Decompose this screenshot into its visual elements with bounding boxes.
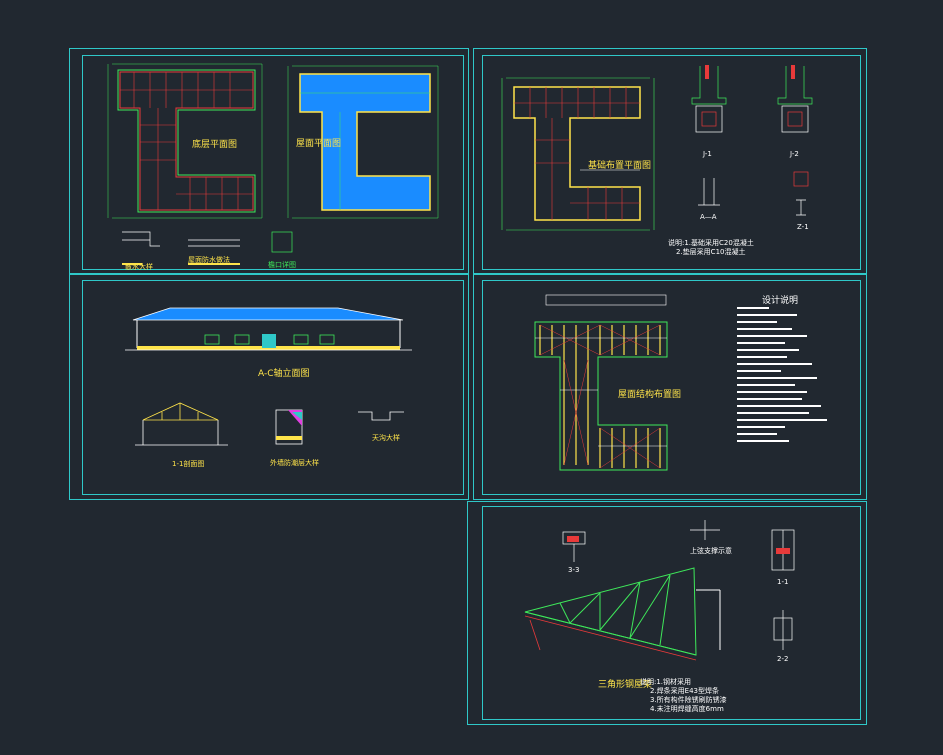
gutter-detail	[358, 411, 404, 421]
sheet-1-border	[82, 55, 464, 270]
wall-detail	[275, 409, 303, 445]
roof-structure-title: 屋面结构布置图	[618, 390, 682, 400]
section-a-label: A—A	[700, 213, 717, 221]
column-z1-label: Z-1	[797, 223, 809, 231]
truss-note-4: 4.未注明焊缝高度6mm	[650, 705, 724, 713]
design-notes-title: 设计说明	[762, 296, 799, 306]
detail-a-label: 散水大样	[125, 263, 153, 271]
detail-b-label: 屋面防水做法	[188, 256, 230, 264]
wall-detail-title: 外墙防潮层大样	[270, 459, 319, 467]
roof-plan-title: 屋面平面图	[296, 139, 342, 149]
sheet1-details	[122, 231, 293, 253]
footing-j1-label: J-1	[703, 150, 712, 158]
section-11-label: 1-1	[777, 578, 789, 586]
truss-note-1: 说明:1.钢材采用	[640, 678, 692, 686]
sheet-3-border	[82, 280, 464, 495]
roof-plan-right	[287, 65, 439, 219]
drawing-sheet-5[interactable]	[467, 501, 867, 725]
drawing-sheet-4[interactable]	[473, 273, 867, 500]
gutter-detail-title: 天沟大样	[372, 434, 400, 442]
truss-details	[562, 520, 795, 650]
truss-title: 三角形钢屋架	[598, 680, 653, 690]
footing-j2-label: J-2	[790, 150, 799, 158]
section-22-label: 2-2	[777, 655, 789, 663]
floor-plan-title: 底层平面图	[192, 140, 238, 150]
section-33-label: 3-3	[568, 566, 580, 574]
upper-chord-label: 上弦支撑示意	[690, 547, 732, 555]
sheet-4-border	[482, 280, 861, 495]
footing-details	[691, 66, 813, 216]
drawing-sheet-1[interactable]	[69, 48, 469, 275]
truss-red-annotations	[524, 615, 697, 661]
foundation-note-1: 说明:1.基础采用C20混凝土	[668, 239, 754, 247]
floor-plan-left	[107, 63, 263, 219]
sheet-2-border	[482, 55, 861, 270]
truss-note-3: 3.所有构件除锈刷防锈漆	[650, 696, 727, 704]
truss-note-2: 2.焊条采用E43型焊条	[650, 687, 720, 695]
foundation-plan	[501, 77, 655, 231]
design-notes-text-lines	[737, 307, 827, 442]
roof-structure-plan	[534, 294, 668, 471]
drawing-sheet-3[interactable]	[69, 273, 469, 500]
section-title: 1-1剖面图	[172, 460, 205, 468]
steel-truss	[524, 567, 721, 656]
foundation-plan-title: 基础布置平面图	[588, 161, 652, 171]
section-drawing	[135, 402, 228, 446]
elevation-drawing	[125, 307, 412, 351]
drawing-sheet-2[interactable]	[473, 48, 867, 275]
foundation-note-2: 2.垫层采用C10混凝土	[676, 248, 746, 256]
elevation-title: A-C轴立面图	[258, 369, 310, 379]
detail-c-label: 檐口详图	[268, 261, 296, 269]
sheet-5-border	[482, 506, 861, 720]
